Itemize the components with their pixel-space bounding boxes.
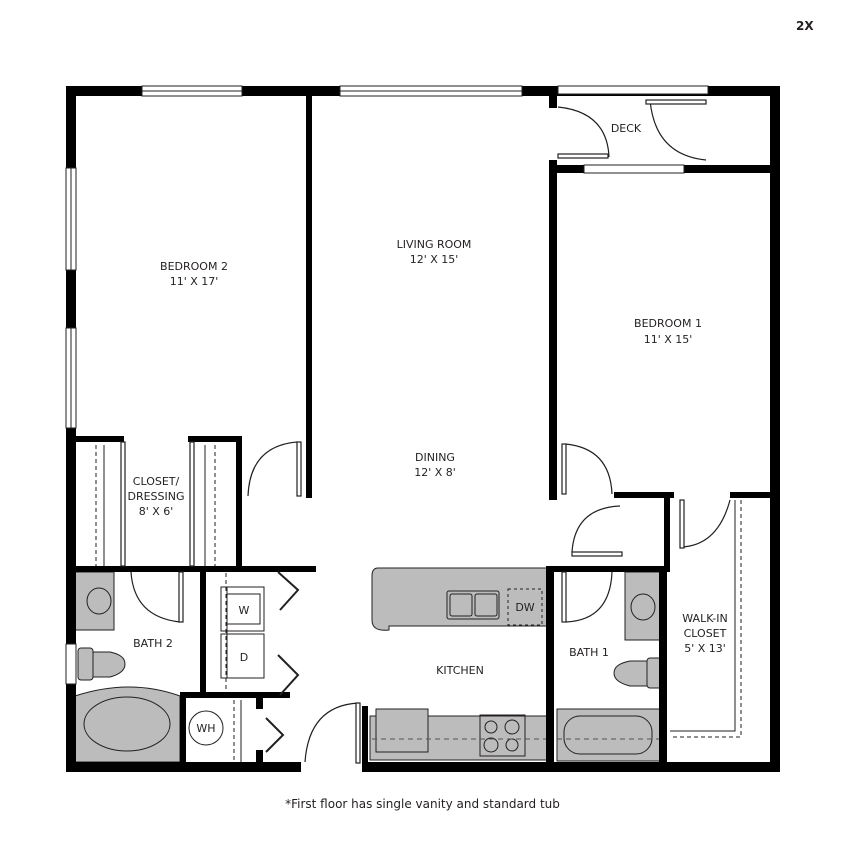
bath2-toilet-tank [77,647,94,681]
walkin-closet-name-1: WALK-IN [682,612,727,625]
walkin-closet-name-2: CLOSET [684,627,727,640]
closet-dressing-name-1: CLOSET/ [133,475,180,488]
bath1-sink-icon [630,593,656,621]
window [583,164,685,174]
door-swing [564,443,613,495]
dining-name: DINING [415,451,455,464]
stove-icon [479,714,526,757]
deck-name: DECK [611,122,642,135]
door-swing [304,702,359,763]
bifold-door [265,717,285,753]
bifold-door [277,654,300,696]
closet-dressing-name-2: DRESSING [127,490,184,503]
bedroom1-size: 11' X 15' [644,333,693,346]
bath2-name: BATH 2 [133,637,173,650]
kitchen-counter-upper [371,567,553,631]
dryer-label: D [240,651,248,664]
bath1-name: BATH 1 [569,646,609,659]
bedroom1-name: BEDROOM 1 [634,317,702,330]
door-swing [565,571,613,623]
dishwasher-outline [507,588,543,626]
bath1-toilet-bowl [613,660,648,687]
dining-size: 12' X 8' [414,466,456,479]
walls [66,86,780,772]
living-room-name: LIVING ROOM [397,238,472,251]
bath2-vanity [74,571,115,631]
bedroom2-size: 11' X 17' [170,275,219,288]
bifold-door [277,571,300,611]
kitchen-sink-icon [446,590,500,620]
water-heater-label: WH [196,722,215,735]
washer-icon [220,586,265,632]
washer-label: W [239,604,250,617]
water-heater-icon [188,710,224,746]
fixtures [74,567,664,763]
unit-code: 2X [796,19,814,33]
window [557,85,709,95]
door-swing [247,441,298,497]
door-swing [649,99,707,161]
dryer-icon [220,633,265,679]
door-swing [681,499,731,548]
walkin-closet-size: 5' X 13' [684,642,726,655]
dishwasher-label: DW [515,601,534,614]
door-swing [557,106,610,158]
closet-dressing-size: 8' X 6' [139,505,174,518]
bath1-tub-basin [563,715,653,755]
living-room-size: 12' X 15' [410,253,459,266]
door-swing [130,571,181,623]
kitchen-name: KITCHEN [436,664,484,677]
bedroom2-name: BEDROOM 2 [160,260,228,273]
window [65,643,77,685]
footnote: *First floor has single vanity and stand… [285,797,560,811]
bath2-sink-icon [86,587,112,615]
room-labels: BEDROOM 2 11' X 17' LIVING ROOM 12' X 15… [127,122,727,735]
bath2-tub-basin [83,696,171,752]
bath2-toilet-bowl [92,651,126,678]
door-swing [571,505,621,553]
fridge-icon [375,708,429,753]
